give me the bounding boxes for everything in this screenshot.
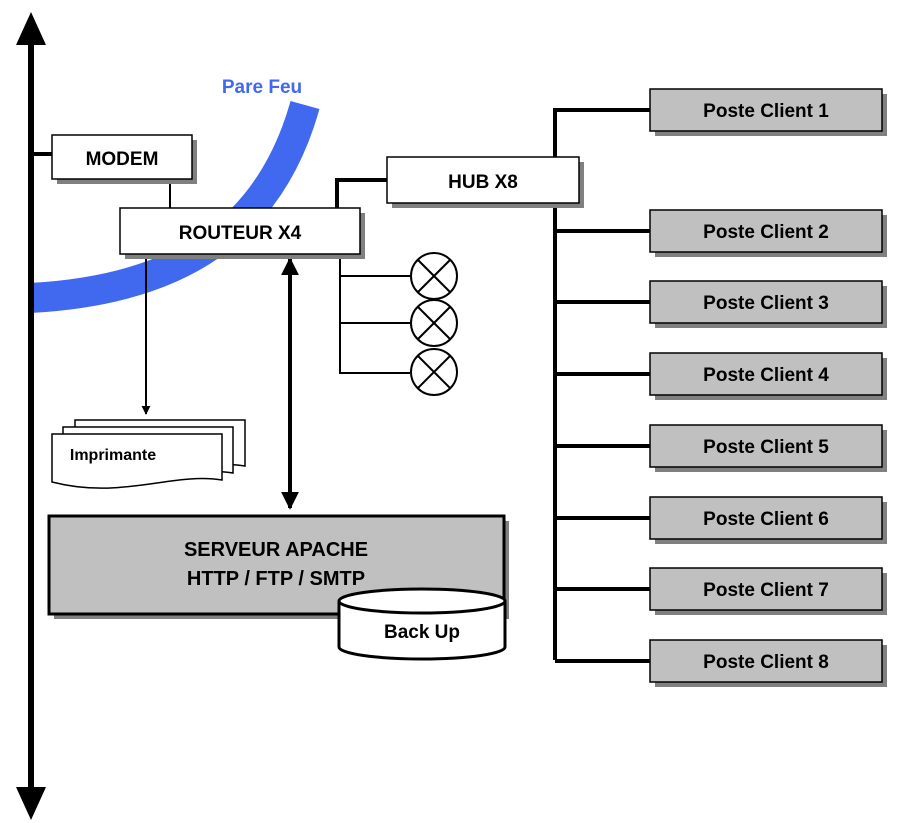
- client-box-5: Poste Client 5: [649, 424, 887, 472]
- client-label: Poste Client 2: [703, 222, 829, 243]
- client-label: Poste Client 6: [703, 509, 829, 530]
- modem-box: MODEM: [51, 134, 197, 184]
- client-label: Poste Client 7: [703, 580, 829, 601]
- port-x-icon: [410, 299, 458, 347]
- client-box-4: Poste Client 4: [649, 352, 887, 400]
- firewall-label: Pare Feu: [222, 77, 302, 98]
- client-box-6: Poste Client 6: [649, 496, 887, 544]
- hub-to-bus-line: [553, 108, 650, 157]
- server-protocols: HTTP / FTP / SMTP: [187, 568, 365, 590]
- firewall-arc: [29, 100, 320, 313]
- client-box-3: Poste Client 3: [649, 280, 887, 328]
- hub-label: HUB X8: [448, 172, 518, 193]
- client-box-1: Poste Client 1: [649, 88, 887, 136]
- client-box-7: Poste Client 7: [649, 567, 887, 615]
- port-x-icon: [410, 348, 458, 396]
- hub-box: HUB X8: [386, 156, 584, 208]
- backup-database-icon: Back Up: [337, 587, 507, 661]
- router-ports-line: [339, 253, 410, 374]
- client-label: Poste Client 4: [703, 365, 829, 386]
- backup-label: Back Up: [384, 622, 460, 643]
- router-box: ROUTEUR X4: [119, 207, 365, 259]
- backbone-arrow-up-icon: [16, 12, 46, 45]
- client-label: Poste Client 5: [703, 437, 829, 458]
- server-title: SERVEUR APACHE: [184, 539, 368, 561]
- client-box-8: Poste Client 8: [649, 639, 887, 687]
- printer-label: Imprimante: [70, 447, 156, 464]
- backbone-arrow-down-icon: [16, 787, 46, 820]
- router-label: ROUTEUR X4: [179, 223, 302, 244]
- client-label: Poste Client 1: [703, 101, 829, 122]
- clients-group: Poste Client 1 Poste Client 2 Poste Client…: [555, 88, 887, 687]
- client-box-2: Poste Client 2: [649, 209, 887, 257]
- modem-label: MODEM: [86, 149, 159, 170]
- client-label: Poste Client 3: [703, 293, 829, 314]
- router-to-hub-line: [335, 178, 387, 208]
- printer-document-icon: Imprimante: [51, 419, 246, 489]
- port-x-icon: [410, 252, 458, 300]
- client-label: Poste Client 8: [703, 652, 829, 673]
